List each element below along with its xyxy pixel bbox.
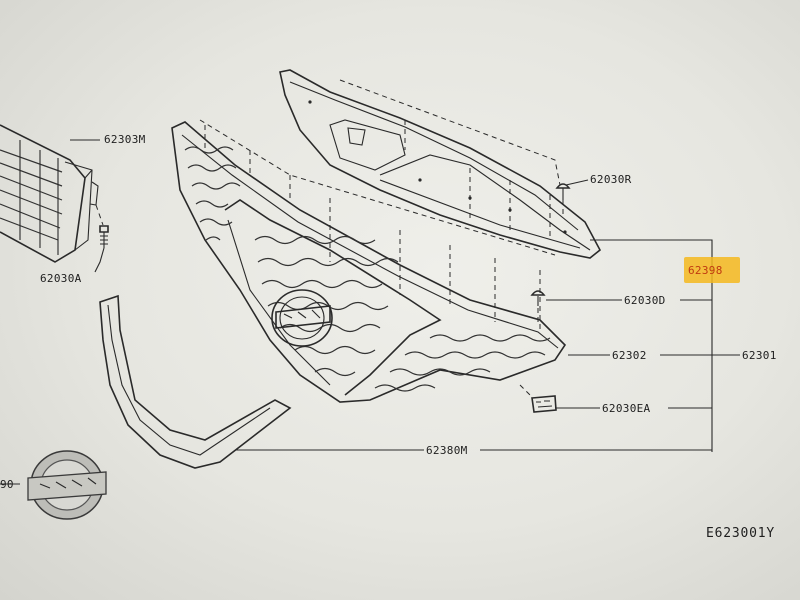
label-62030R: 62030R: [590, 173, 632, 186]
front-grille: [171, 121, 567, 403]
label-62398: 62398: [688, 264, 723, 277]
upper-cover-panel: [279, 69, 602, 259]
leader-lines: [0, 139, 740, 485]
grille-lower-insert: [0, 124, 99, 263]
clip-ea: [519, 384, 557, 413]
label-62303M: 62303M: [104, 133, 146, 146]
highlight-marker: [684, 257, 740, 283]
label-62380M: 62380M: [426, 444, 468, 457]
label-62030D: 62030D: [624, 294, 666, 307]
lower-molding: [99, 294, 292, 469]
clip-left: [95, 204, 109, 248]
label-62030A: 62030A: [40, 272, 82, 285]
label-62301: 62301: [742, 349, 777, 362]
label-62302: 62302: [612, 349, 647, 362]
label-62030EA: 62030EA: [602, 402, 651, 415]
diagram-id: E623001Y: [706, 526, 775, 541]
emblem: [27, 450, 107, 520]
clip-right: [530, 290, 546, 325]
clip-top: [555, 183, 571, 215]
label-90: 90: [0, 478, 14, 491]
